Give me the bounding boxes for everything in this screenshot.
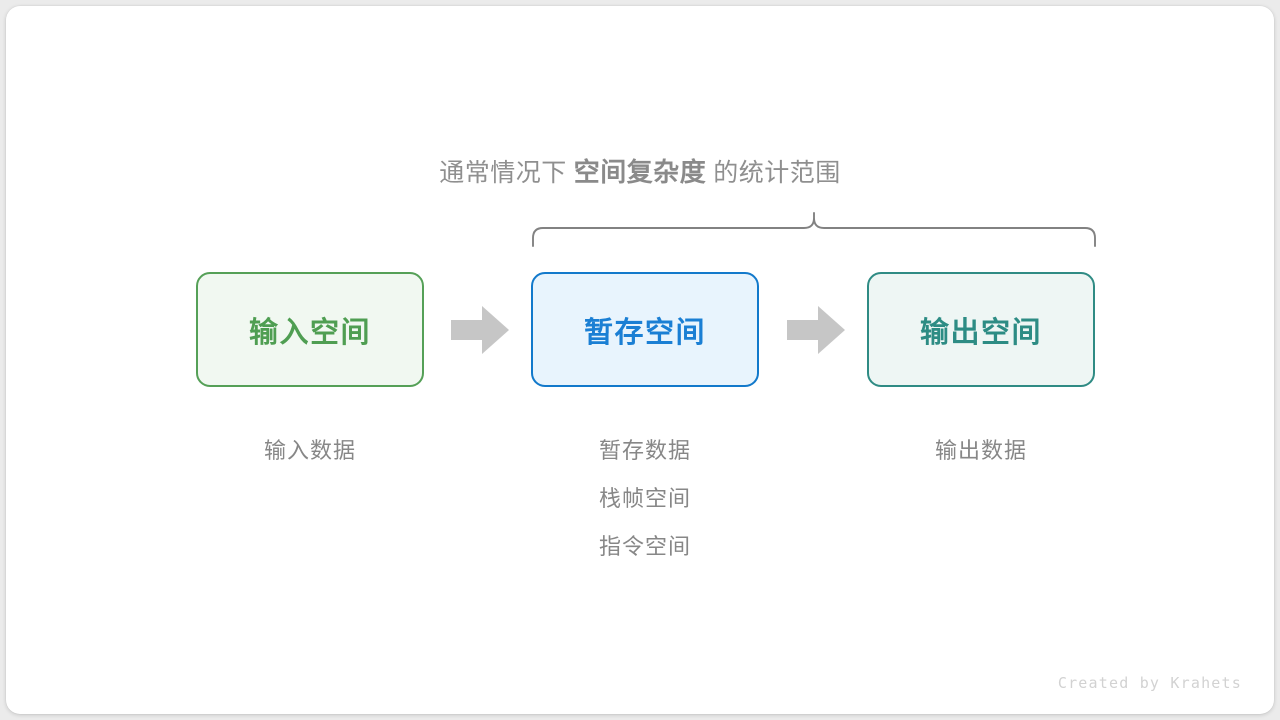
flow-arrow-icon: [451, 306, 509, 354]
watermark: Created by Krahets: [1057, 674, 1242, 692]
caption-prefix: 通常情况下: [439, 159, 567, 187]
stage-box-output[interactable]: 输出空间: [867, 272, 1095, 387]
stage-box-input[interactable]: 输入空间: [196, 272, 424, 387]
detail-line: 输出数据: [934, 438, 1027, 463]
diagram-canvas: 通常情况下空间复杂度的统计范围 输入空间 暂存空间 输出空间 输入数据 暂存数据…: [6, 6, 1274, 714]
stage-box-temp[interactable]: 暂存空间: [531, 272, 759, 387]
stage-box-output-label: 输出空间: [919, 316, 1042, 349]
detail-line: 暂存数据: [598, 438, 691, 463]
detail-line: 栈帧空间: [598, 486, 691, 511]
detail-line: 输入数据: [263, 438, 356, 463]
caption-suffix: 的统计范围: [713, 159, 841, 187]
brace-caption: 通常情况下空间复杂度的统计范围: [6, 152, 1274, 193]
stage-details-input: 输入数据: [196, 427, 424, 475]
caption-emphasis: 空间复杂度: [573, 157, 707, 187]
curly-brace: [532, 212, 1096, 247]
stage-details-temp: 暂存数据 栈帧空间 指令空间: [531, 427, 759, 571]
flow-arrow-icon: [787, 306, 845, 354]
detail-line: 指令空间: [598, 534, 691, 559]
stage-box-temp-label: 暂存空间: [583, 316, 706, 349]
stage-details-output: 输出数据: [867, 427, 1095, 475]
stage-box-input-label: 输入空间: [248, 316, 371, 349]
